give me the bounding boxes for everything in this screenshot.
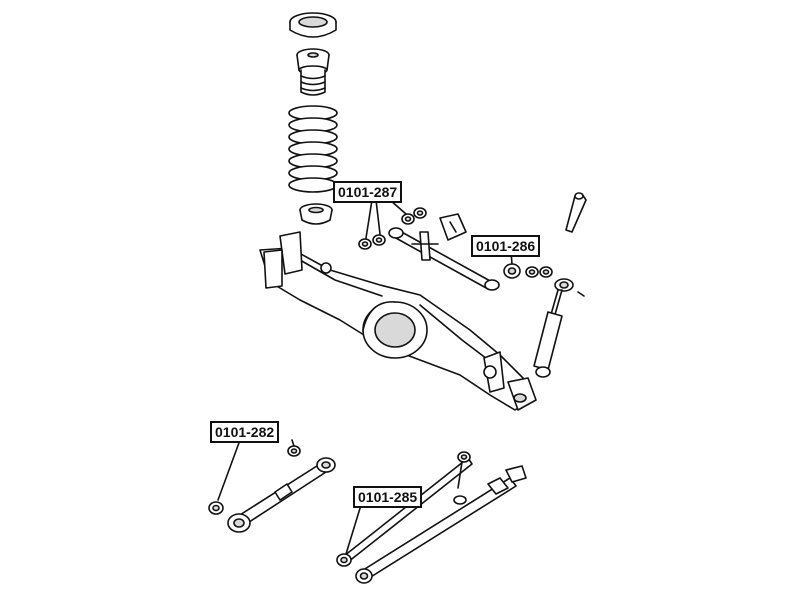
bump-stopper — [296, 48, 330, 96]
part-label-0101-285: 0101-285 — [353, 486, 423, 508]
bushing-set-286 — [503, 263, 553, 279]
leader-lines — [217, 199, 513, 555]
axle-housing — [259, 231, 537, 411]
bushing-set-287 — [358, 207, 427, 250]
stabilizer-link — [565, 192, 587, 233]
upper-spring-seat — [289, 12, 337, 38]
lower-spring-seat — [299, 203, 333, 225]
part-label-0101-286: 0101-286 — [471, 235, 541, 257]
coil-spring — [288, 105, 338, 193]
part-label-0101-282: 0101-282 — [210, 421, 280, 443]
control-arm-285 — [336, 451, 527, 584]
lateral-control-rod — [388, 213, 500, 291]
shock-absorber — [533, 278, 585, 378]
part-label-0101-287: 0101-287 — [333, 181, 403, 203]
lower-control-arm-282 — [208, 445, 336, 533]
